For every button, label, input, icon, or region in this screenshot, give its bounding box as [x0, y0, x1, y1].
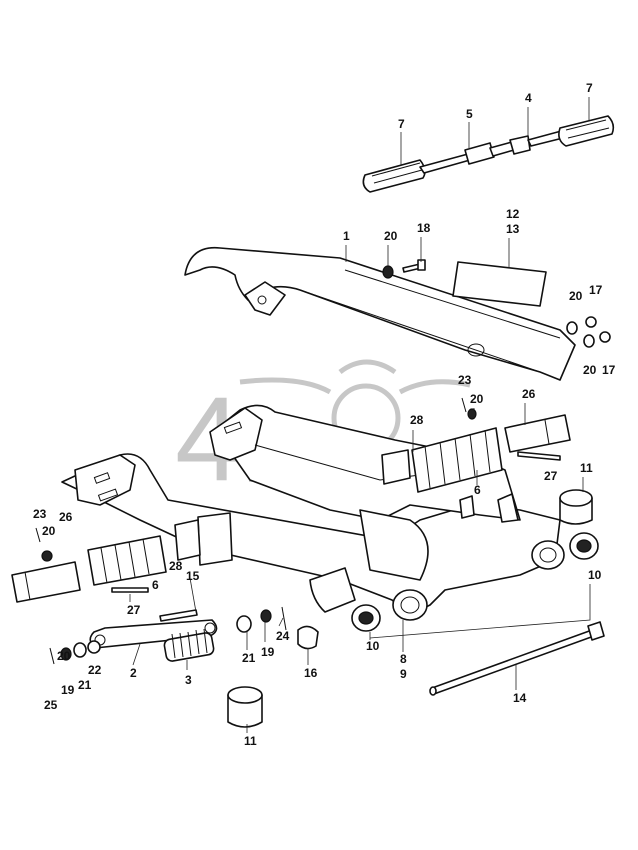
- part-label-20b: 20: [569, 289, 583, 303]
- bushing-10a: [569, 532, 599, 560]
- part-label-28a: 28: [410, 413, 424, 427]
- collar-5: [464, 142, 495, 165]
- part-label-6a: 6: [474, 483, 481, 497]
- part-label-16: 16: [304, 666, 318, 680]
- part-label-14: 14: [513, 691, 527, 705]
- part-label-5: 5: [466, 107, 473, 121]
- part-label-4: 4: [525, 91, 532, 105]
- part-label-23a: 23: [458, 373, 472, 387]
- part-label-11a: 11: [580, 461, 593, 475]
- bolt-17b: [599, 331, 611, 343]
- pivot-bushing-left: [392, 589, 428, 621]
- bolt-18: [402, 259, 426, 273]
- part-label-2: 2: [130, 666, 137, 680]
- part-label-10a: 10: [588, 568, 602, 582]
- part-label-18: 18: [417, 221, 431, 235]
- washer-20c: [583, 334, 595, 348]
- bracket-28a: [381, 449, 411, 485]
- grip-left: [362, 159, 426, 193]
- part-label-20e: 20: [42, 524, 56, 538]
- part-label-23b: 23: [33, 507, 47, 521]
- pin-27a: [517, 451, 561, 461]
- cotter-25: [49, 647, 55, 665]
- part-label-20d: 20: [470, 392, 484, 406]
- chain-guard-bracket: [244, 281, 286, 316]
- pivot-shaft-14: [429, 621, 605, 696]
- part-label-26a: 26: [522, 387, 536, 401]
- bushing-11a: [559, 489, 593, 525]
- cotter-23b: [35, 527, 41, 543]
- part-label-3: 3: [185, 673, 192, 687]
- watermark-handlebar-icon: [239, 377, 471, 395]
- part-label-1: 1: [343, 229, 350, 243]
- footrest-bar-26a: [504, 414, 571, 453]
- part-label-26b: 26: [59, 510, 73, 524]
- cotter-23a: [461, 397, 467, 413]
- leader-lines: [129, 97, 591, 733]
- bushing-10b: [351, 604, 381, 632]
- part-label-21b: 21: [78, 678, 92, 692]
- part-label-13: 13: [506, 222, 520, 236]
- part-label-9: 9: [400, 667, 407, 681]
- part-label-22: 22: [88, 663, 102, 677]
- part-label-10b: 10: [366, 639, 380, 653]
- part-label-28b: 28: [169, 559, 183, 573]
- cap-16: [297, 625, 319, 650]
- label-plate: [452, 261, 547, 307]
- part-label-27b: 27: [127, 603, 141, 617]
- foot-rest-rubber-left: [87, 535, 167, 586]
- footrest-bar-26b: [11, 561, 81, 603]
- bolt-17a: [585, 316, 597, 328]
- part-label-17a: 17: [589, 283, 603, 297]
- grip-right: [558, 115, 615, 147]
- part-label-20c: 20: [583, 363, 597, 377]
- part-label-27a: 27: [544, 469, 558, 483]
- footpeg-bar-assembly: [362, 115, 615, 193]
- swing-arm-left: [61, 453, 561, 616]
- part-label-7b: 7: [586, 81, 593, 95]
- part-label-17b: 17: [602, 363, 616, 377]
- nut-19a: [260, 609, 272, 623]
- joint-4: [509, 135, 531, 155]
- nut-19b: [60, 647, 72, 661]
- part-label-19a: 19: [261, 645, 275, 659]
- part-label-7: 7: [398, 117, 405, 131]
- washer-22: [87, 640, 101, 654]
- pin-27b: [111, 587, 149, 593]
- part-label-21a: 21: [242, 651, 256, 665]
- pivot-bushing-right: [531, 540, 565, 570]
- chain-guard: [184, 246, 576, 381]
- part-label-8: 8: [400, 652, 407, 666]
- part-label-20a: 20: [384, 229, 398, 243]
- part-label-12: 12: [506, 207, 520, 221]
- cotter-24: [281, 606, 287, 631]
- bracket-15: [197, 512, 233, 566]
- shaft-left: [419, 153, 471, 174]
- washer-21a: [236, 615, 252, 633]
- part-label-24: 24: [276, 629, 290, 643]
- part-label-19b: 19: [61, 683, 75, 697]
- washer-20d: [467, 408, 477, 420]
- bolt-15: [159, 609, 198, 622]
- part-label-6b: 6: [152, 578, 159, 592]
- chain-guard-body: [184, 246, 576, 381]
- washer-20b: [566, 321, 578, 335]
- spring-3: [163, 628, 215, 662]
- part-label-15: 15: [186, 569, 200, 583]
- washer-20e: [41, 550, 53, 562]
- washer-21b: [73, 642, 87, 658]
- washer-20a: [382, 265, 394, 279]
- part-label-11b: 11: [244, 734, 257, 748]
- foot-rest-rubber-right: [411, 427, 503, 493]
- swing-arm: [61, 404, 565, 621]
- bushing-11b: [227, 686, 263, 728]
- swing-arm-right: [214, 404, 521, 521]
- part-label-25: 25: [44, 698, 58, 712]
- part-label-20f: 20: [57, 649, 71, 663]
